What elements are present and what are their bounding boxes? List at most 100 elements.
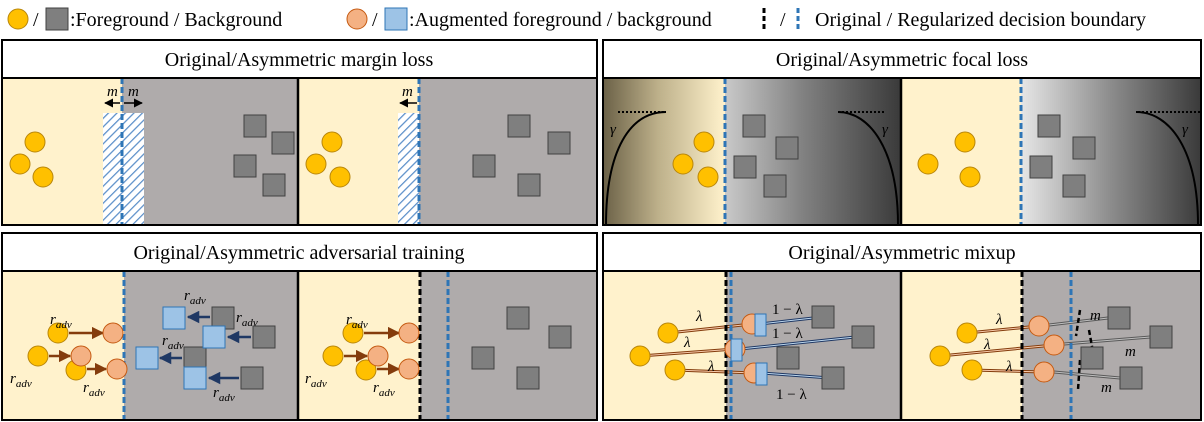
- margin-right-m: m: [402, 84, 413, 100]
- focal-left-curve-2: [837, 111, 899, 226]
- mixup-title: Original/Asymmetric mixup: [788, 242, 1015, 264]
- adv-r-label: radv: [346, 312, 368, 331]
- panel-margin-loss: Original/Asymmetric margin loss m m m: [1, 39, 598, 226]
- bg-sample: [472, 154, 496, 178]
- bg-sample: [517, 173, 541, 197]
- mixup-line-fg-inner: [674, 369, 755, 374]
- fg-sample: [693, 131, 715, 153]
- fg-sample: [956, 322, 978, 344]
- fg-sample: [9, 153, 31, 175]
- bg-sample: [763, 174, 787, 198]
- bg-sample: [548, 325, 572, 349]
- adv-right-fg-region: [298, 271, 420, 420]
- bg-sample: [1037, 114, 1061, 138]
- bg-sample: [775, 136, 799, 160]
- bg-sample: [507, 114, 531, 138]
- aug-fg-sample: [1033, 361, 1055, 383]
- bg-sample: [240, 366, 264, 390]
- bg-sample: [547, 131, 571, 155]
- adv-r-label: radv: [305, 371, 327, 390]
- fg-sample: [629, 345, 651, 367]
- aug-fg-sample: [106, 358, 128, 380]
- bg-sample: [1119, 366, 1143, 390]
- fg-sample: [664, 359, 686, 381]
- mixup-line-fg-inner: [667, 323, 753, 334]
- mixup-lambda-label: λ: [683, 335, 691, 351]
- margin-left-hatch-bg: [122, 113, 144, 225]
- legend-slash-3: /: [780, 9, 786, 31]
- mixup-line-fg-inner: [971, 369, 1045, 373]
- mixup-one-minus-lambda-label: 1 − λ: [772, 302, 803, 318]
- legend-background-icon: [45, 7, 69, 31]
- mixup-right-local-boundary: [1074, 309, 1082, 337]
- bg-sample: [821, 366, 845, 390]
- aug-bg-sample: [183, 366, 207, 390]
- focal-right-curve: [1135, 111, 1199, 226]
- mixup-lambda-label: λ: [707, 359, 715, 375]
- fg-sample: [32, 166, 54, 188]
- legend-aug-fg-bg-label: :Augmented foreground / background: [409, 9, 712, 31]
- focal-title-box: [602, 39, 1202, 79]
- mixup-right-local-boundary: [1076, 359, 1082, 391]
- adv-r-label: radv: [50, 312, 72, 331]
- fg-sample: [322, 345, 344, 367]
- bg-sample: [1072, 136, 1096, 160]
- margin-title: Original/Asymmetric margin loss: [165, 49, 434, 71]
- fg-sample: [321, 131, 343, 153]
- mixup-m-label: m: [1125, 344, 1136, 360]
- mixup-lambda-label: λ: [1005, 359, 1013, 375]
- adv-title: Original/Asymmetric adversarial training: [133, 242, 464, 264]
- bg-sample: [252, 325, 276, 349]
- bg-sample: [271, 131, 295, 155]
- legend-slash-1: /: [33, 9, 39, 31]
- legend-boundary-label: Original / Regularized decision boundary: [815, 9, 1146, 31]
- fg-sample: [329, 166, 351, 188]
- bg-sample: [243, 114, 267, 138]
- mixup-line-bg-inner: [1053, 371, 1121, 379]
- bg-sample: [471, 346, 495, 370]
- margin-content-frame: [1, 77, 598, 226]
- fg-sample: [24, 131, 46, 153]
- aug-bg-sample: [754, 313, 767, 337]
- bg-sample: [1107, 306, 1131, 330]
- mixup-m-label: m: [1101, 380, 1112, 396]
- bg-sample: [776, 346, 800, 370]
- legend-foreground-icon: [7, 8, 29, 30]
- mixup-lambda-label: λ: [695, 309, 703, 325]
- aug-bg-sample: [730, 338, 743, 362]
- panel-mixup: Original/Asymmetric mixup λ λ λ: [602, 232, 1202, 421]
- aug-fg-sample: [398, 322, 420, 344]
- legend-fg-bg-label: :Foreground / Background: [70, 9, 282, 31]
- legend-aug-foreground-icon: [346, 8, 368, 30]
- bg-sample: [733, 155, 757, 179]
- adv-r-label: radv: [83, 380, 105, 399]
- bg-sample: [183, 346, 207, 370]
- margin-title-box: [1, 39, 598, 79]
- adv-title-box: [1, 232, 598, 272]
- focal-right-bg-region: [1021, 78, 1201, 225]
- legend-aug-background-icon: [384, 7, 408, 31]
- aug-fg-sample: [398, 358, 420, 380]
- mixup-lambda-label: λ: [983, 337, 991, 353]
- aug-bg-sample: [135, 346, 159, 370]
- fg-sample: [917, 153, 939, 175]
- fg-sample: [959, 166, 981, 188]
- adv-r-label: radv: [162, 333, 184, 352]
- bg-sample: [811, 305, 835, 329]
- fg-sample: [929, 345, 951, 367]
- bg-sample: [1062, 174, 1086, 198]
- mixup-line-bg-inner: [1063, 336, 1151, 345]
- aug-fg-sample: [70, 345, 92, 367]
- margin-left-hatch-fg: [103, 113, 122, 225]
- bg-sample: [742, 114, 766, 138]
- adv-r-label: radv: [373, 380, 395, 399]
- adv-r-label: radv: [10, 371, 32, 390]
- bg-sample: [1080, 346, 1104, 370]
- fg-sample: [697, 166, 719, 188]
- focal-left-curve-1: [605, 111, 667, 226]
- adv-r-label: radv: [184, 288, 206, 307]
- fg-sample: [47, 322, 69, 344]
- fg-sample: [27, 345, 49, 367]
- mixup-right-fg-region: [901, 271, 1022, 420]
